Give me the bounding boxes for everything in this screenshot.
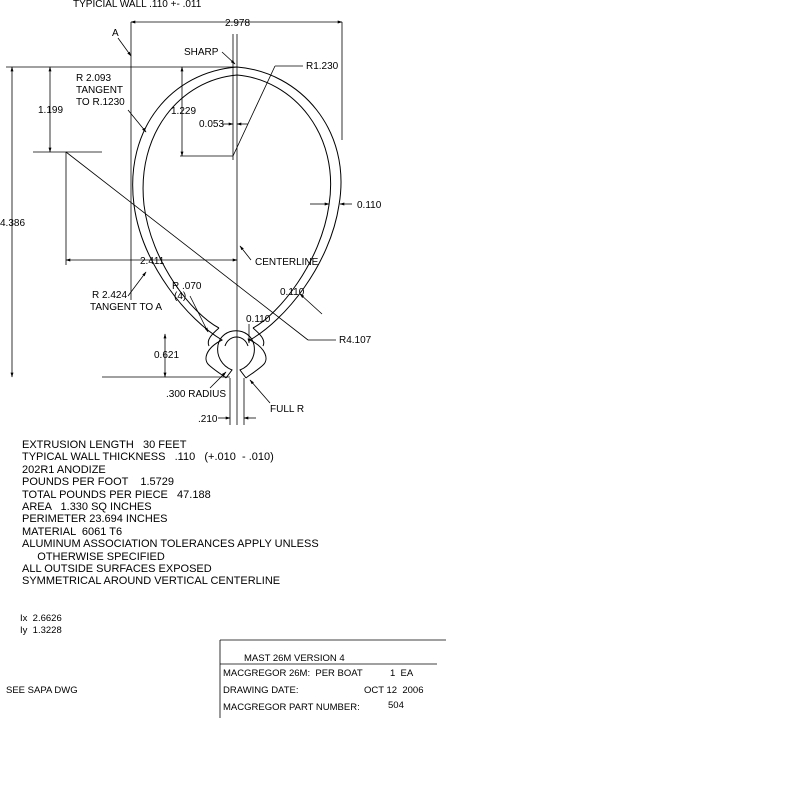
title-block-row3-label: MACGREGOR PART NUMBER: (223, 702, 360, 713)
dimension-lines (10, 20, 352, 420)
r070-label-1: R .070 (172, 281, 202, 292)
leader-r2093 (127, 109, 147, 133)
note-line: ALUMINUM ASSOCIATION TOLERANCES APPLY UN… (22, 538, 319, 551)
slot-inner-arc (224, 336, 249, 347)
r1230-label: R1.230 (306, 61, 339, 72)
moment-ix: Ix 2.6626 (20, 613, 62, 624)
title-block-row2-value: OCT 12 2006 (364, 685, 424, 696)
centerline-label: CENTERLINE (255, 257, 319, 268)
slot-arc (217, 330, 255, 346)
dim-0053-label: 0.053 (199, 119, 224, 130)
ref-a-label: A (112, 28, 119, 39)
profile-outer-outline (132, 66, 342, 379)
moment-iy: Iy 1.3228 (20, 625, 62, 636)
leader-r2424 (127, 271, 147, 297)
construction-lines (6, 22, 343, 425)
dim-0110-side-label: 0.110 (357, 200, 382, 211)
dim-2411-label: 2.411 (140, 256, 165, 267)
leader-0110-diag (299, 293, 323, 315)
inner-lip-left (207, 327, 220, 347)
title-block-row3-value: 504 (388, 700, 404, 711)
dim-1229-label: 1.229 (171, 106, 196, 117)
r2424-label-1: R 2.424 (92, 290, 127, 301)
r2093-label-1: R 2.093 (76, 73, 111, 84)
sharp-label: SHARP (184, 47, 219, 58)
title-block-row1-qty: 1 EA (390, 668, 414, 679)
dim-0110-top-label: 0.110 (246, 314, 271, 325)
r2424-label-2: TANGENT TO A (90, 302, 162, 313)
note-line: TYPICAL WALL THICKNESS .110 (+.010 - .01… (22, 451, 274, 464)
r2093-label-2: TANGENT (76, 85, 123, 96)
dim-width-label: 2.978 (225, 18, 250, 29)
dimension-labels: TYPICIAL WALL .110 +- .011 A 2.978 SHARP… (0, 0, 382, 425)
dim-4386-label: 4.386 (0, 218, 25, 229)
note-line: EXTRUSION LENGTH 30 FEET (22, 439, 187, 451)
radius-1230-leader (232, 65, 276, 157)
note-line: AREA 1.330 SQ INCHES (22, 501, 152, 514)
note-line: OTHERWISE SPECIFIED (22, 550, 165, 563)
note-line: SYMMETRICAL AROUND VERTICAL CENTERLINE (22, 575, 281, 588)
leader-r070 (189, 295, 209, 333)
title-block-row2-label: DRAWING DATE: (223, 685, 299, 696)
leader-centerline (239, 245, 252, 261)
slot-right-lip (239, 344, 255, 379)
full-r-label: FULL R (270, 404, 304, 415)
title-block-frame (219, 639, 446, 718)
dim-0621-label: 0.621 (154, 350, 179, 361)
radius-300-label: .300 RADIUS (166, 389, 226, 400)
typical-wall-label: TYPICIAL WALL .110 +- .011 (73, 0, 202, 10)
leader-full-r (249, 379, 271, 404)
inner-lip-right (252, 327, 265, 347)
title-block-row1-label: MACGREGOR 26M: PER BOAT (223, 668, 363, 679)
moments-of-inertia: Ix 2.6626 Iy 1.3228 (20, 613, 62, 637)
slot-left-lip (217, 344, 233, 379)
note-line: 202R1 ANODIZE (22, 463, 106, 476)
dim-210-label: .210 (198, 414, 218, 425)
note-line: PERIMETER 23.694 INCHES (22, 513, 168, 526)
leader-a (117, 37, 132, 57)
dim-1199-label: 1.199 (38, 105, 63, 116)
note-line: TOTAL POUNDS PER PIECE 47.188 (22, 488, 211, 501)
note-line: MATERIAL 6061 T6 (22, 525, 123, 538)
leader-sharp (221, 51, 236, 65)
r070-label-2: (4) (174, 291, 186, 302)
general-notes: EXTRUSION LENGTH 30 FEET TYPICAL WALL TH… (22, 439, 319, 588)
title-block-title: MAST 26M VERSION 4 (244, 653, 345, 664)
leader-300-radius (209, 371, 227, 389)
dim-0110-diag-label: 0.110 (280, 287, 305, 298)
r4107-label: R4.107 (339, 335, 372, 346)
r2093-label-3: TO R.1230 (76, 97, 125, 108)
note-line: POUNDS PER FOOT 1.5729 (22, 476, 175, 489)
see-sapa-note: SEE SAPA DWG (6, 685, 78, 696)
note-line: ALL OUTSIDE SURFACES EXPOSED (22, 563, 212, 576)
radius-4107-line (65, 151, 309, 341)
